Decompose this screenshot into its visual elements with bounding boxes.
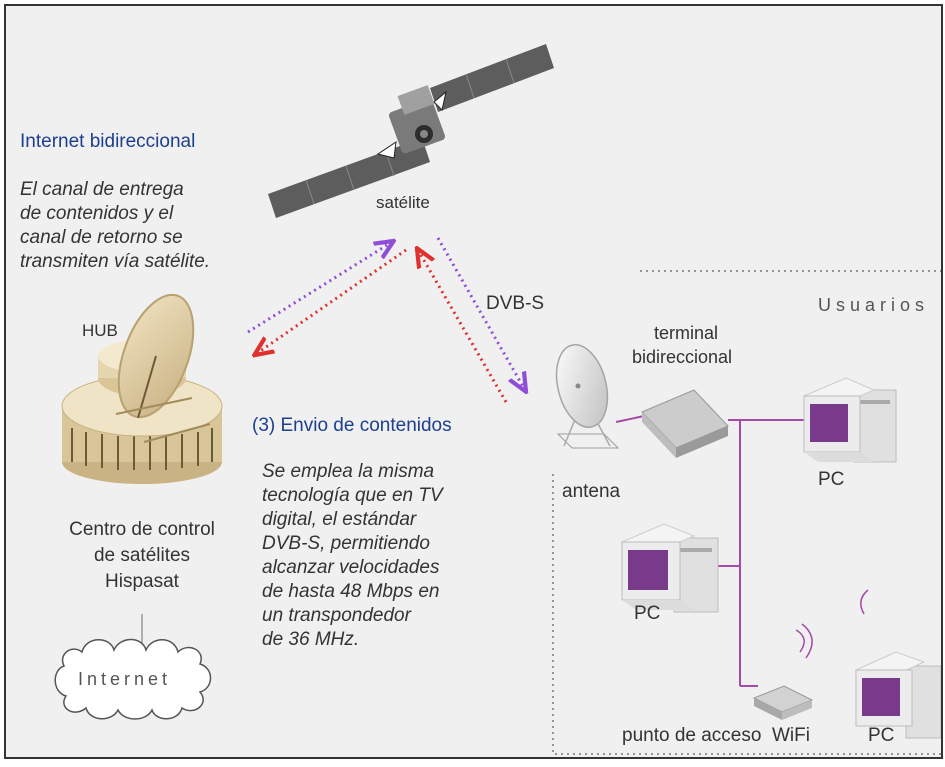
satellite-icon (268, 44, 554, 218)
content-line-7: un transpondedor (262, 605, 411, 626)
users-label: Usuarios (818, 295, 930, 315)
intro-line-1: El canal de entrega (20, 179, 184, 200)
access-point-label: punto de acceso WiFi (622, 725, 810, 746)
intro-line-3: canal de retorno se (20, 227, 183, 248)
control-center-line-2: de satélites (93, 545, 191, 566)
content-line-6: de hasta 48 Mbps en (262, 581, 440, 602)
wifi-access-point-icon (752, 685, 814, 720)
intro-line-4: transmiten vía satélite. (20, 251, 211, 272)
hub-label: HUB (82, 321, 118, 340)
terminal-label-2: bidireccional (632, 347, 733, 367)
content-line-4: DVB-S, permitiendo (262, 533, 430, 554)
dvb-s-label: DVB-S (486, 293, 545, 314)
uplink-arrow-hub (247, 242, 392, 334)
content-line-3: digital, el estándar (262, 509, 417, 530)
antenna-label: antena (562, 481, 621, 502)
user-antenna-icon (555, 344, 620, 449)
intro-line-2: de contenidos y el (20, 203, 174, 224)
pc-label-1: PC (818, 469, 845, 490)
content-line-8: de 36 MHz. (262, 629, 360, 650)
uplink-arrow-users (418, 250, 508, 403)
hub-station-icon (61, 293, 223, 484)
pc-icon-2 (620, 523, 719, 613)
content-delivery-heading: (3) Envio de contenidos (252, 415, 452, 436)
terminal-label-1: terminal (654, 323, 719, 343)
internet-cloud-icon (54, 638, 212, 720)
wifi-signal-icon (795, 629, 805, 653)
content-line-2: tecnología que en TV (262, 485, 443, 506)
wifi-signal-icon-2 (860, 589, 869, 615)
satellite-label: satélite (376, 193, 430, 212)
intro-heading: Internet bidireccional (20, 131, 196, 152)
pc-icon-1 (802, 377, 897, 463)
downlink-arrow-users (436, 237, 525, 390)
terminal-icon (641, 389, 729, 458)
pc-label-3: PC (868, 725, 895, 746)
control-center-line-1: Centro de control (69, 519, 215, 540)
diagram-canvas: Internet bidireccional El canal de entre… (4, 4, 943, 759)
network-lines (615, 415, 806, 687)
internet-label: Internet (78, 669, 172, 689)
downlink-arrow-hub (256, 248, 407, 354)
pc-label-2: PC (634, 603, 661, 624)
pc-icon-3 (854, 651, 941, 739)
content-line-5: alcanzar velocidades (262, 557, 440, 578)
control-center-line-3: Hispasat (105, 571, 179, 592)
diagram-graphics (54, 44, 941, 755)
content-line-1: Se emplea la misma (262, 461, 435, 482)
